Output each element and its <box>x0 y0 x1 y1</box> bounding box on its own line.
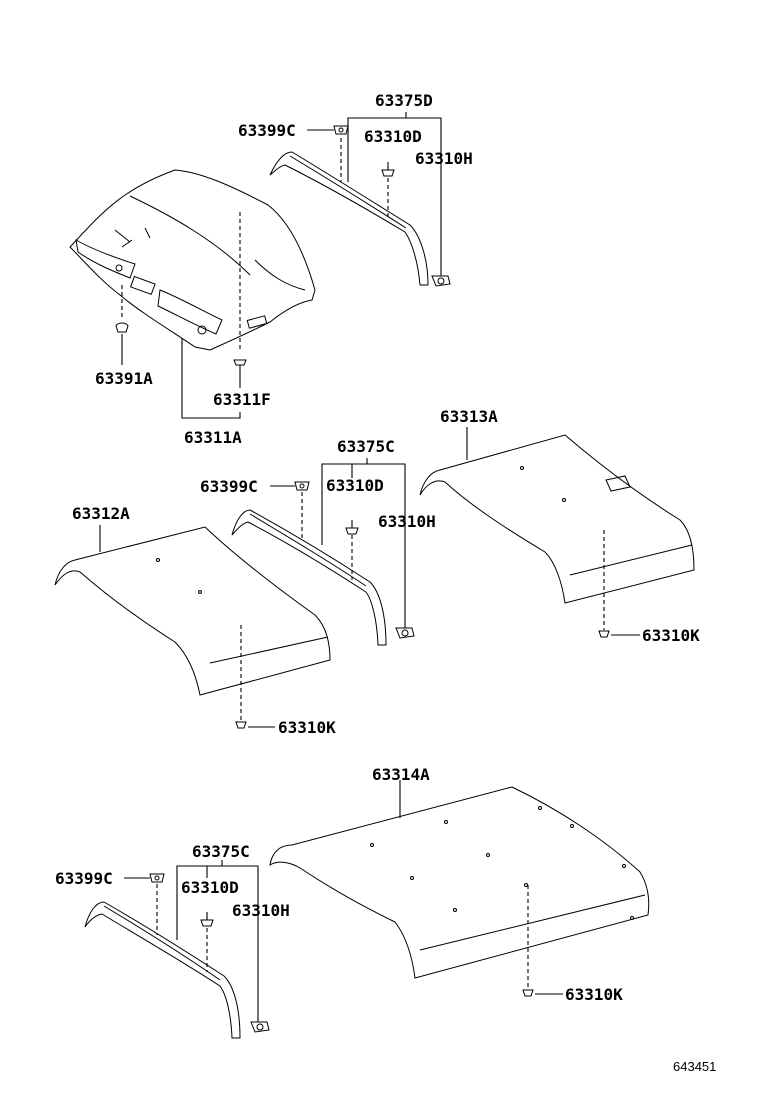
panel-63312a <box>54 526 331 696</box>
bracket-63375c-c <box>176 865 259 1022</box>
panel-63314a <box>269 786 650 979</box>
clip-63310k-b-right <box>598 630 610 638</box>
label-63399c-b: 63399C <box>200 477 258 496</box>
screw-63310d-a <box>381 162 395 177</box>
label-63391a: 63391A <box>95 369 153 388</box>
label-63310d-b: 63310D <box>326 476 384 495</box>
label-63314a: 63314A <box>372 765 430 784</box>
leader-63311a <box>181 338 241 419</box>
clip-63391a <box>115 322 129 365</box>
bracket-63375c-b <box>321 463 406 628</box>
clip-63310k-b-left <box>235 721 247 729</box>
label-63311f: 63311F <box>213 390 271 409</box>
label-63375d: 63375D <box>375 91 433 110</box>
label-63312a: 63312A <box>72 504 130 523</box>
rail-63375c-b <box>231 509 387 646</box>
label-63310k-c: 63310K <box>565 985 623 1004</box>
label-63375c-c: 63375C <box>192 842 250 861</box>
label-63399c-a: 63399C <box>238 121 296 140</box>
clip-63399c-a <box>333 125 349 135</box>
rail-63375c-c <box>84 901 241 1039</box>
label-63375c-b: 63375C <box>337 437 395 456</box>
rail-63375d <box>269 151 429 286</box>
screw-63311f <box>233 359 247 388</box>
headliner-panel-63311a <box>69 169 316 351</box>
label-63399c-c: 63399C <box>55 869 113 888</box>
bracket-63375d <box>347 117 442 276</box>
clip-63310k-c <box>522 989 534 997</box>
label-63310h-a: 63310H <box>415 149 473 168</box>
clip-63310h-c <box>250 1021 270 1033</box>
clip-63310h-a <box>431 275 451 287</box>
clip-63399c-c <box>149 873 165 883</box>
screw-63310d-c <box>200 912 214 927</box>
label-63310h-b: 63310H <box>378 512 436 531</box>
clip-63399c-b <box>294 481 310 491</box>
label-63311a: 63311A <box>184 428 242 447</box>
label-63310d-a: 63310D <box>364 127 422 146</box>
diagram-id: 643451 <box>673 1059 716 1074</box>
panel-63313a <box>419 434 695 604</box>
label-63313a: 63313A <box>440 407 498 426</box>
label-63310k-b-left: 63310K <box>278 718 336 737</box>
label-63310k-b-right: 63310K <box>642 626 700 645</box>
screw-63310d-b <box>345 520 359 535</box>
label-63310h-c: 63310H <box>232 901 290 920</box>
label-63310d-c: 63310D <box>181 878 239 897</box>
clip-63310h-b <box>395 627 415 639</box>
